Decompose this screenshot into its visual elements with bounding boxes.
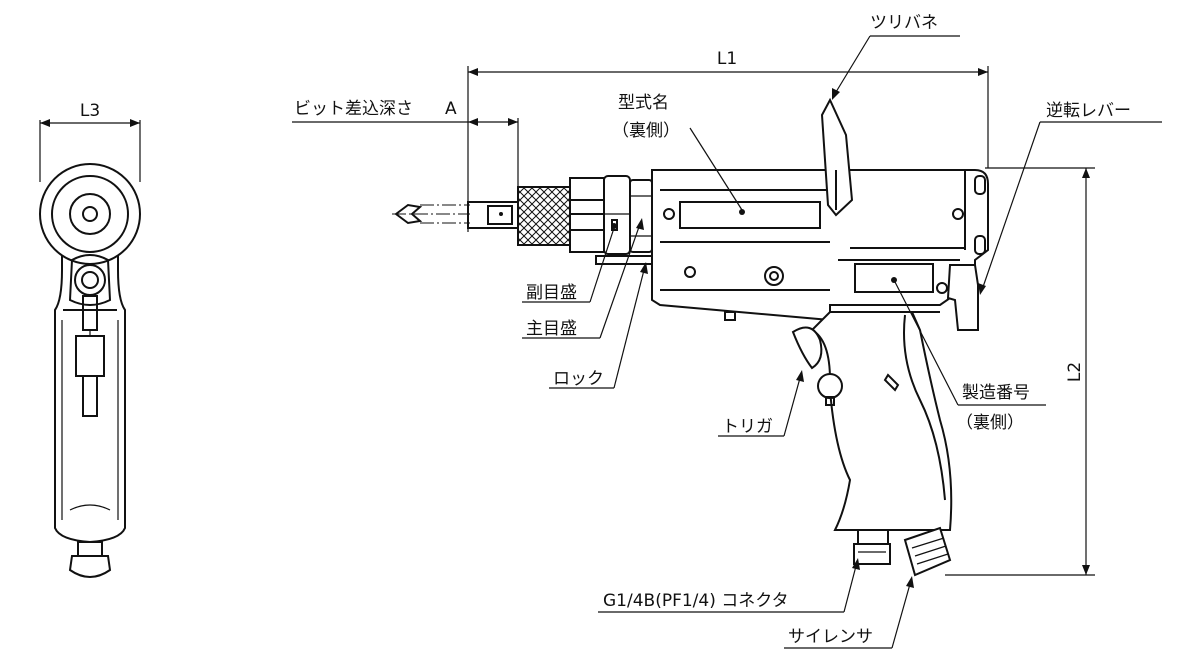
- main-scale-label: 主目盛: [526, 319, 577, 339]
- hanger-spring: [820, 97, 854, 217]
- trigger-label: トリガ: [722, 417, 773, 437]
- grip-outline: [54, 255, 126, 544]
- serial-number-note: （裏側）: [956, 412, 1024, 433]
- dim-L1-label: L1: [717, 49, 737, 69]
- lock-label: ロック: [553, 369, 604, 389]
- model-name-note: （裏側）: [612, 120, 680, 141]
- bit-depth-label: ビット差込深さ: [294, 99, 413, 119]
- silencer-label: サイレンサ: [788, 627, 873, 647]
- trigger-pivot: [817, 373, 843, 399]
- connector-end: [68, 555, 112, 578]
- main-view: L1 ビット差込深さ A L2: [292, 49, 1095, 577]
- serial-number-label: 製造番号: [962, 383, 1030, 403]
- connector-label: G1/4B(PF1/4) コネクタ: [603, 591, 789, 611]
- neck-plate: [68, 254, 112, 306]
- air-connector: [853, 543, 891, 565]
- trigger: [791, 326, 823, 370]
- motor-housing: [651, 169, 989, 322]
- model-name-label: 型式名: [618, 93, 669, 113]
- serial-plate: [854, 263, 934, 293]
- dim-L3-label: L3: [80, 101, 100, 121]
- scale-ring: [603, 175, 631, 255]
- dim-L2-label: L2: [1065, 362, 1085, 382]
- end-view: L3: [39, 101, 141, 578]
- knurled-nut: [517, 186, 571, 246]
- spindle-ring: [69, 193, 111, 235]
- reverse-lever-label: 逆転レバー: [1046, 101, 1131, 121]
- reverse-lever: [946, 264, 979, 331]
- hanger-pivot: [74, 264, 106, 296]
- head-ring: [51, 175, 129, 253]
- callouts: 型式名 （裏側） ツリバネ 逆転レバー 副目盛 主目盛 ロック トリガ: [522, 13, 1162, 649]
- sub-scale-label: 副目盛: [526, 283, 577, 303]
- hanger-spring-label: ツリバネ: [870, 13, 938, 33]
- trigger-end: [75, 335, 105, 377]
- spindle-center: [82, 206, 98, 222]
- hanger-pivot-inner: [81, 271, 99, 289]
- dim-A-label: A: [445, 99, 457, 119]
- head-outline: [39, 163, 141, 265]
- model-plate: [679, 201, 821, 229]
- bit-tip: [394, 203, 423, 225]
- grip: [810, 311, 953, 531]
